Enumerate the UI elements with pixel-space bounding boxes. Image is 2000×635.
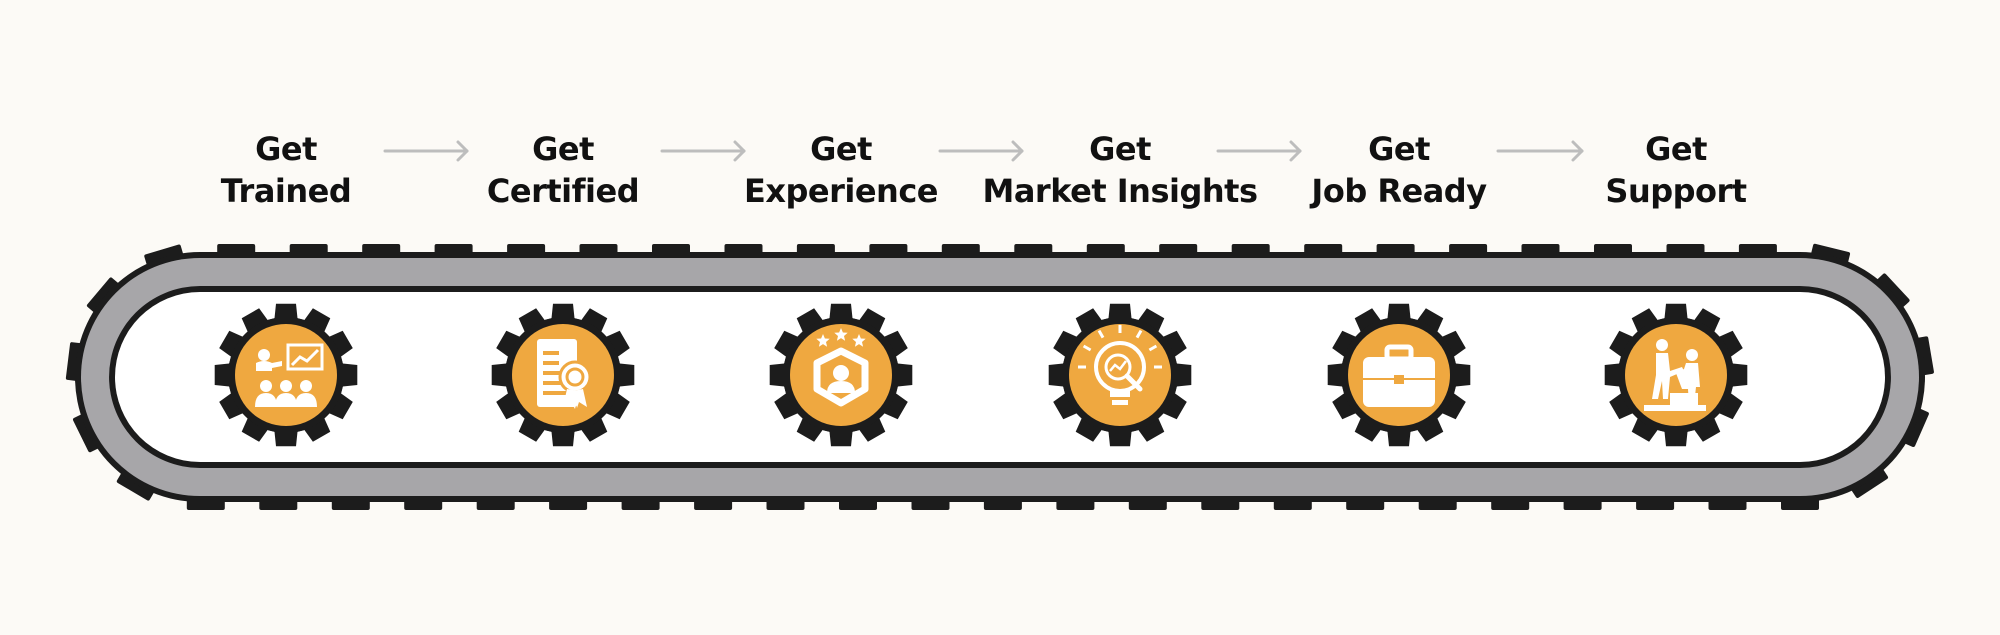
support-icon — [1644, 339, 1706, 411]
step-label-job-ready: Get Job Ready — [1259, 128, 1539, 212]
step-label-support: Get Support — [1536, 128, 1816, 212]
step-label-market-insights: Get Market Insights — [980, 128, 1260, 212]
step-label-line1: Get — [532, 130, 594, 168]
step-label-trained: Get Trained — [146, 128, 426, 212]
gear-4 — [1048, 303, 1192, 447]
arrow-right-icon — [1496, 140, 1584, 162]
experience-icon — [813, 328, 869, 407]
arrow-right-icon — [383, 140, 469, 162]
insights-icon — [1078, 325, 1162, 405]
step-label-line1: Get — [255, 130, 317, 168]
step-label-line2: Certified — [486, 172, 640, 210]
step-label-line2: Trained — [220, 172, 352, 210]
step-label-line1: Get — [1645, 130, 1707, 168]
step-label-line1: Get — [1368, 130, 1430, 168]
briefcase-icon — [1363, 344, 1435, 407]
training-icon — [255, 343, 324, 407]
step-label-line1: Get — [810, 130, 872, 168]
step-label-line2: Experience — [743, 172, 939, 210]
step-label-line2: Market Insights — [982, 172, 1258, 210]
step-label-certified: Get Certified — [423, 128, 703, 212]
arrow-right-icon — [660, 140, 746, 162]
arrow-right-icon — [1216, 140, 1302, 162]
step-label-line2: Support — [1605, 172, 1747, 210]
step-label-experience: Get Experience — [701, 128, 981, 212]
certificate-icon — [537, 339, 592, 409]
gear-6 — [1604, 303, 1748, 447]
step-label-line1: Get — [1089, 130, 1151, 168]
step-label-line2: Job Ready — [1311, 172, 1487, 210]
arrow-right-icon — [938, 140, 1024, 162]
